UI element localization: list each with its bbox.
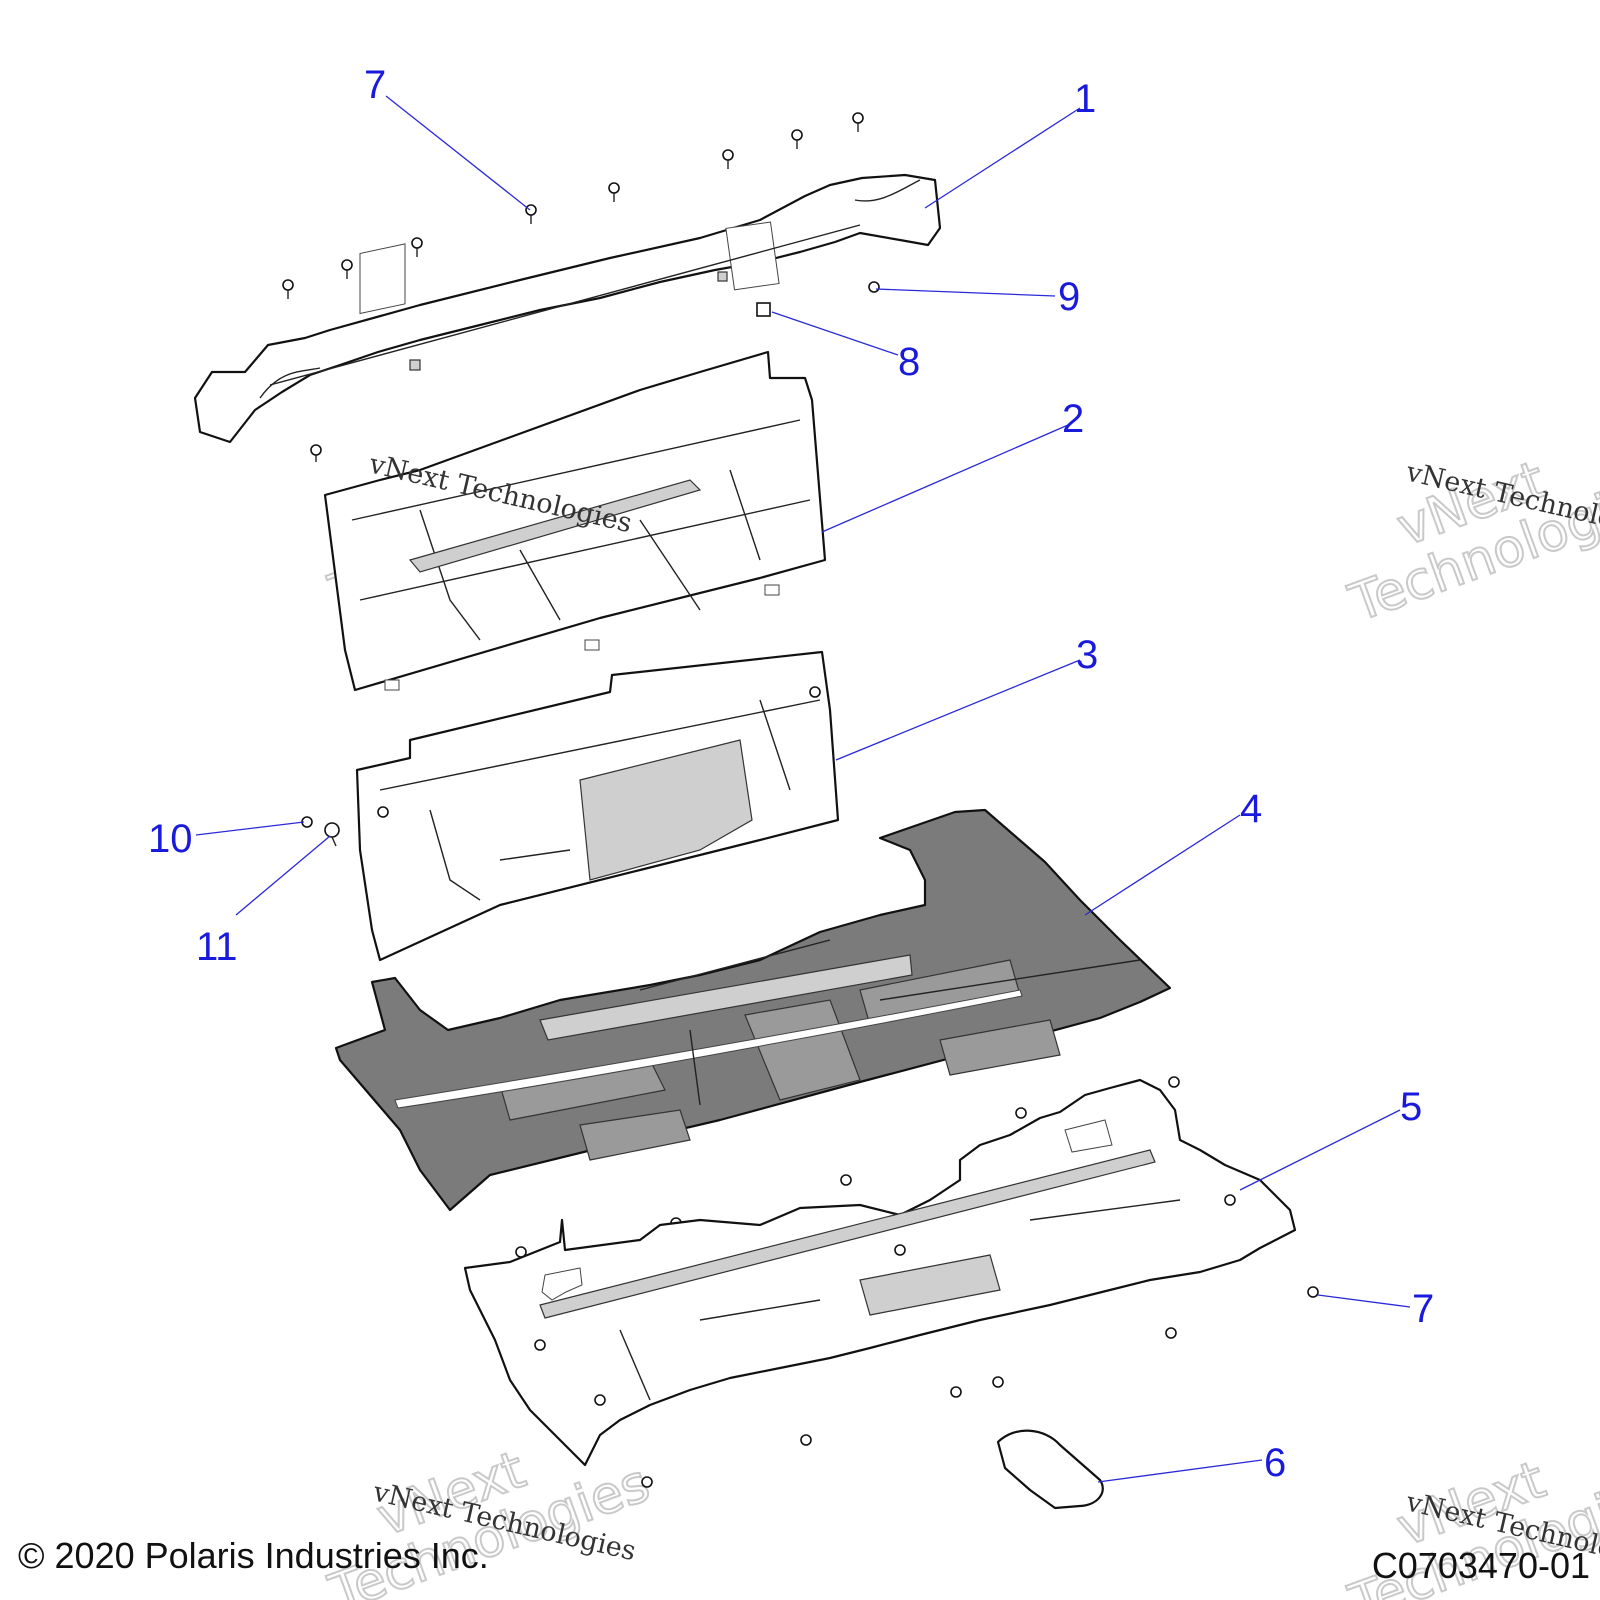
part-5-bottom-plate	[463, 1078, 1297, 1467]
callout-2: 2	[1062, 397, 1084, 441]
screw	[1168, 1076, 1180, 1088]
screw	[641, 1476, 653, 1488]
part-4-floor-mat	[334, 808, 1172, 1212]
screw	[411, 237, 423, 257]
callout-10: 10	[148, 817, 193, 861]
screw	[992, 1376, 1004, 1388]
screw	[310, 444, 322, 462]
screw	[341, 259, 353, 279]
push-rivet	[868, 281, 880, 293]
screw	[608, 182, 620, 202]
callout-6: 6	[1264, 1441, 1286, 1485]
part-1-upper-bracket	[193, 173, 942, 444]
screw	[852, 112, 864, 132]
screw	[840, 1174, 852, 1186]
push-rivet	[324, 822, 340, 847]
callout-7-top: 7	[364, 63, 386, 107]
screw	[1307, 1286, 1319, 1298]
callout-5: 5	[1400, 1085, 1422, 1129]
part-2-upper-panel	[323, 350, 827, 692]
callout-1: 1	[1074, 77, 1096, 121]
screw	[1015, 1107, 1027, 1119]
screw	[1165, 1327, 1177, 1339]
callout-labels: 7 1 9 8 2 3 4 5 7 6 10 11	[148, 63, 1434, 1485]
drawing-code: C0703470-01	[1372, 1545, 1590, 1586]
leader-lines	[195, 95, 1411, 1483]
part-6-pad	[996, 1429, 1104, 1510]
callout-9: 9	[1058, 275, 1080, 319]
callout-4: 4	[1240, 787, 1262, 831]
screw	[950, 1386, 962, 1398]
screw	[722, 149, 734, 169]
callout-3: 3	[1076, 633, 1098, 677]
copyright-text: © 2020 Polaris Industries Inc.	[18, 1535, 489, 1576]
part-3-lower-panel	[355, 650, 840, 962]
callout-8: 8	[898, 340, 920, 384]
screw	[282, 279, 294, 299]
screw	[800, 1434, 812, 1446]
screw	[525, 204, 537, 224]
callout-7-bottom: 7	[1412, 1287, 1434, 1331]
nut	[756, 302, 771, 317]
callout-11: 11	[196, 925, 238, 969]
screw	[791, 129, 803, 149]
